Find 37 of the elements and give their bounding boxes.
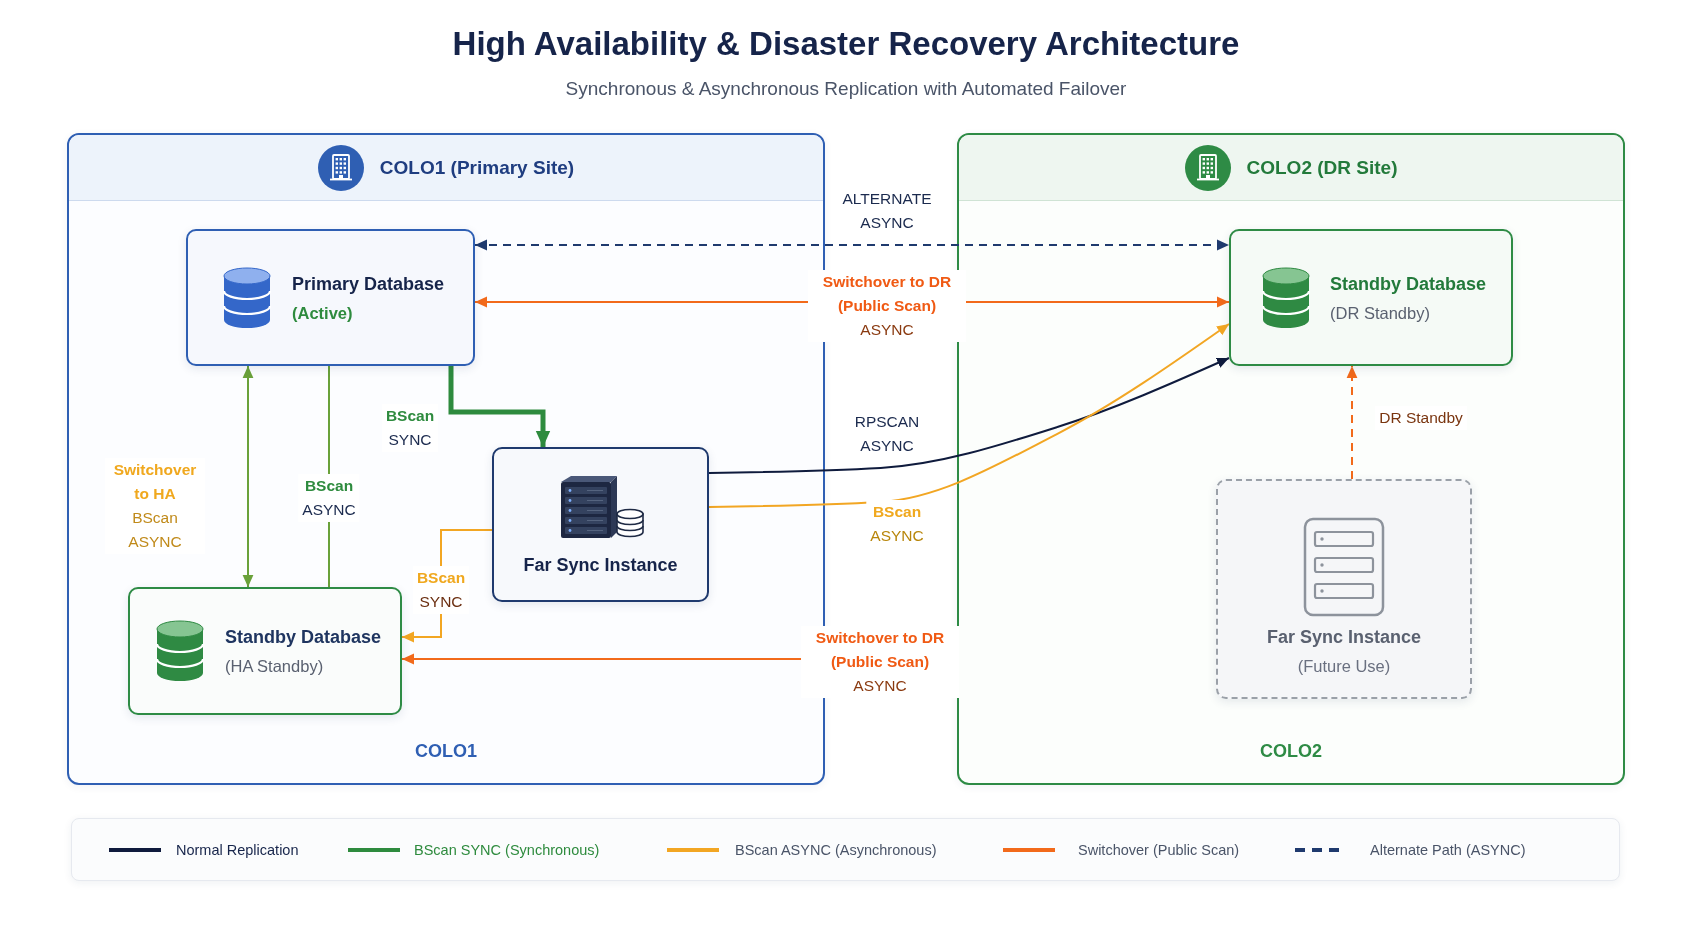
connector-line <box>328 365 330 588</box>
arrow <box>242 365 254 588</box>
node-title: Standby Database <box>225 626 382 648</box>
database-box <box>1229 229 1513 366</box>
arrow <box>401 653 802 665</box>
node-subtitle: (DR Standby) <box>1330 302 1431 323</box>
node-title: Primary Database <box>292 272 445 295</box>
node-title: Standby Database <box>1330 272 1487 295</box>
site-label: COLO2 <box>1260 741 1322 762</box>
diagram-subtitle: Synchronous & Asynchronous Replication with Automated Failover <box>565 78 1127 100</box>
edge-label: Switchover to DR (Public Scan) ASYNC <box>808 270 966 342</box>
node-title: Far Sync Instance <box>1266 626 1422 648</box>
arrow <box>708 357 1230 474</box>
arrow <box>474 239 1230 251</box>
database-box <box>128 587 402 715</box>
legend-text: Normal Replication <box>176 841 299 858</box>
diagram-title: High Availability & Disaster Recovery Architecture <box>452 25 1240 63</box>
node-subtitle: (Active) <box>292 302 354 323</box>
legend-text: BScan SYNC (Synchronous) <box>414 841 600 858</box>
server-box <box>492 447 709 602</box>
site-panel <box>957 133 1625 785</box>
node-subtitle: (Future Use) <box>1296 656 1392 676</box>
site-heading: COLO2 (DR Site) <box>1246 156 1398 179</box>
arrow <box>708 323 1230 508</box>
node-title: Far Sync Instance <box>523 554 678 576</box>
node-subtitle: (HA Standby) <box>225 656 325 676</box>
arrow <box>1346 365 1358 480</box>
server-box <box>1216 479 1472 699</box>
site-heading: COLO1 (Primary Site) <box>379 156 575 179</box>
legend-text: Switchover (Public Scan) <box>1078 841 1240 858</box>
legend-text: Alternate Path (ASYNC) <box>1370 841 1526 858</box>
arrow <box>448 366 551 447</box>
arrow <box>401 529 493 643</box>
legend-text: BScan ASYNC (Asynchronous) <box>735 841 937 858</box>
arrow <box>474 296 1230 308</box>
database-box <box>186 229 475 366</box>
site-label: COLO1 <box>415 741 477 762</box>
